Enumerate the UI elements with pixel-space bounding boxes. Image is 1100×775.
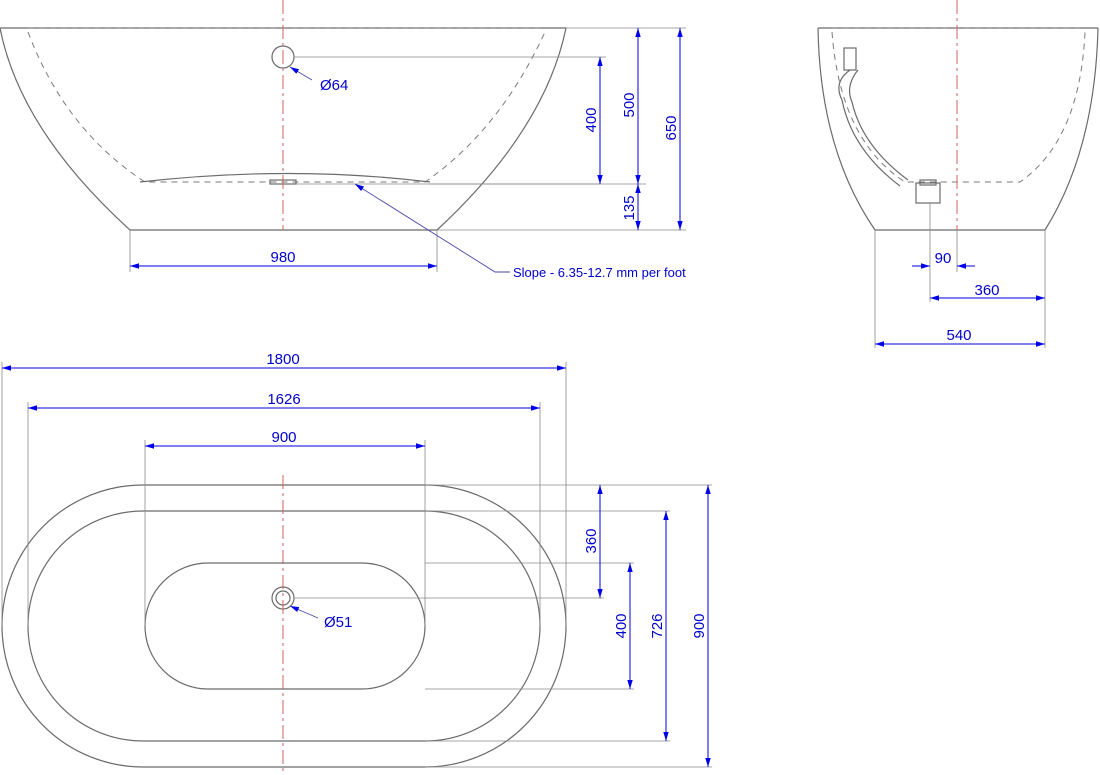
- side-inner-hidden: [831, 31, 1086, 183]
- plan-inner-rim: [27, 510, 541, 742]
- overflow-leader: [289, 66, 313, 81]
- plan-outer-rim: [1, 484, 567, 768]
- dim-inner-depth: 500: [621, 92, 638, 117]
- side-elevation-view: 90 360 540: [817, 0, 1099, 348]
- dim-inner-width: 726: [649, 613, 666, 638]
- dim-waste-to-floor-edge: 360: [583, 528, 600, 553]
- front-floor-slope: [139, 172, 431, 183]
- overflow-diameter-label: Ø64: [320, 77, 348, 94]
- side-waste-hose-b: [848, 69, 909, 181]
- dim-floor-length: 900: [271, 429, 296, 446]
- side-waste-trap: [915, 182, 941, 204]
- waste-leader: [289, 605, 319, 619]
- side-overflow-fitting: [843, 47, 857, 71]
- side-tub-outline: [817, 27, 1099, 231]
- side-waste-cap: [919, 179, 937, 186]
- dim-overall-width: 900: [691, 613, 708, 638]
- front-inner-hidden: [27, 31, 546, 183]
- dim-base-length: 980: [270, 249, 295, 266]
- front-elevation-view: 400 500 135 650 980 Ø64 Slope - 6.35-12.…: [0, 0, 686, 280]
- dim-overflow-depth: 400: [583, 107, 600, 132]
- dim-overall-length: 1800: [266, 351, 299, 368]
- slope-note: Slope - 6.35-12.7 mm per foot: [513, 265, 686, 280]
- slope-leader: [354, 183, 510, 273]
- waste-diameter-label: Ø51: [324, 614, 352, 631]
- plan-floor: [144, 562, 426, 690]
- dim-waste-offset: 90: [935, 250, 952, 267]
- dim-overall-height: 650: [663, 115, 680, 140]
- dim-inner-length: 1626: [267, 391, 300, 408]
- side-waste-hose-a: [838, 69, 901, 187]
- dim-floor-width: 400: [613, 613, 630, 638]
- dim-base-width: 540: [946, 327, 971, 344]
- plan-view: 1800 1626 900 360 400 726 900 Ø51: [1, 351, 712, 775]
- dim-waste-to-edge: 360: [974, 282, 999, 299]
- front-tub-outline: [0, 27, 567, 231]
- dim-base-height: 135: [621, 195, 638, 220]
